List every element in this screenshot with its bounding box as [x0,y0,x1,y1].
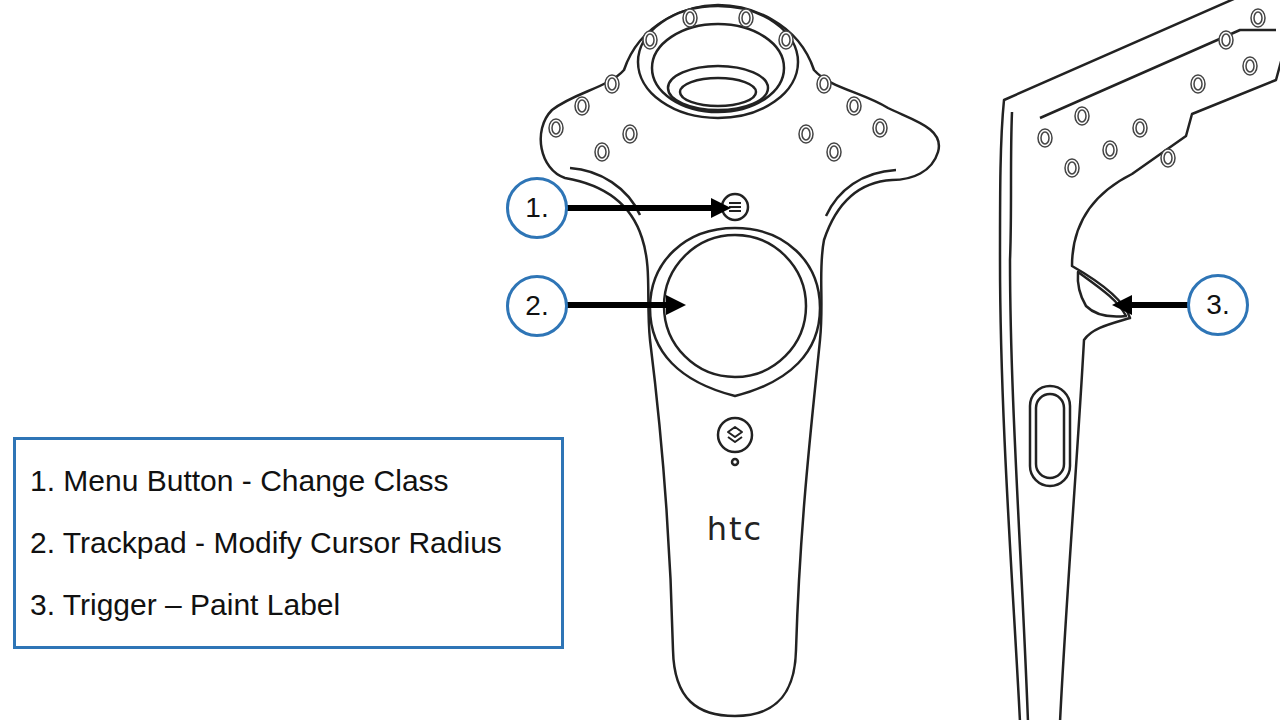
wing-inner-line [826,170,896,216]
sensor-dimple [1075,107,1089,125]
sensor-dimple [683,9,697,27]
sensor-dimple-inner [820,78,828,90]
sensor-dimple-inner [1164,152,1172,164]
arrowhead [666,295,686,315]
sensor-dimple [873,119,887,137]
sensor-dimple [575,97,589,115]
trackpad [664,235,806,377]
trigger [1078,272,1126,317]
status-light [732,459,738,465]
sensor-dimple [1219,31,1233,49]
trackpad-housing [650,228,820,396]
ring-core-inner [680,78,756,106]
callout-number: 1. [525,192,548,224]
sensor-dimple [817,75,831,93]
sensor-dimple [605,75,619,93]
ring-inner [652,24,784,112]
system-icon [728,427,742,442]
key-box: 1. Menu Button - Change Class2. Trackpad… [13,437,564,649]
sensor-dimple [739,9,753,27]
sensor-dimple-inner [608,78,616,90]
sensor-dimple-inner [626,128,634,140]
sensor-dimple [549,119,563,137]
callout-circle: 3. [1187,274,1249,336]
sensor-dimple [623,125,637,143]
sensor-dimple-inner [1222,34,1230,46]
callout-circle: 1. [506,177,568,239]
sensor-dimple [779,31,793,49]
key-text: 1. Menu Button - Change Class [30,450,449,512]
sensor-dimple [827,143,841,161]
key-line: 1. Menu Button - Change Class [30,450,547,512]
grip-button-inner [1036,394,1064,478]
callout-circle: 2. [506,275,568,337]
sensor-dimple-inner [1194,78,1202,90]
brand-logo-text: htc [707,510,763,548]
sensor-dimple-inner [686,12,694,24]
sensor-dimple-inner [1106,144,1114,156]
head-ridge [1040,30,1276,118]
sensor-dimple [1038,129,1052,147]
sensor-dimple [1191,75,1205,93]
sensor-dimple-inner [830,146,838,158]
sensor-dimple [1243,57,1257,75]
sensor-dimple [847,97,861,115]
sensor-dimple-inner [1254,12,1262,24]
callout-number: 2. [525,290,548,322]
front-outline [541,5,939,716]
side-inner-line [1010,112,1028,720]
sensor-dimple-inner [742,12,750,24]
sensor-dimples [549,9,1265,177]
sensor-dimple-inner [1246,60,1254,72]
sensor-dimple [1161,149,1175,167]
arrowhead [1112,295,1132,315]
sensor-dimple [1065,159,1079,177]
callout-number: 3. [1206,289,1229,321]
key-line: 3. Trigger – Paint Label [30,574,547,636]
ring-outer [638,6,798,118]
sensor-dimple-inner [598,146,606,158]
sensor-dimple [799,125,813,143]
sensor-dimple-inner [1136,122,1144,134]
sensor-dimple-inner [1078,110,1086,122]
sensor-dimple-inner [876,122,884,134]
sensor-dimple-inner [782,34,790,46]
sensor-dimple-inner [1068,162,1076,174]
arrowhead [711,198,731,218]
sensor-dimple-inner [850,100,858,112]
menu-icon [729,203,741,211]
leader-line [566,205,713,211]
key-text: 2. Trackpad - Modify Cursor Radius [30,512,502,574]
side-outline [1000,0,1280,720]
sensor-dimple [1251,9,1265,27]
leader-line [566,302,668,308]
sensor-dimple-inner [802,128,810,140]
leader-arrows [566,198,1190,315]
key-text: 3. Trigger – Paint Label [30,574,340,636]
side-view [1000,0,1280,720]
ring-core [668,66,768,110]
grip-button [1030,386,1070,486]
sensor-dimple [595,143,609,161]
sensor-dimple-inner [646,34,654,46]
sensor-dimple [643,31,657,49]
leader-line [1130,302,1190,308]
sensor-dimple-inner [1041,132,1049,144]
key-line: 2. Trackpad - Modify Cursor Radius [30,512,547,574]
sensor-dimple [1103,141,1117,159]
sensor-dimple-inner [552,122,560,134]
sensor-dimple-inner [578,100,586,112]
system-button [718,418,752,452]
front-view [541,5,939,716]
sensor-dimple [1133,119,1147,137]
